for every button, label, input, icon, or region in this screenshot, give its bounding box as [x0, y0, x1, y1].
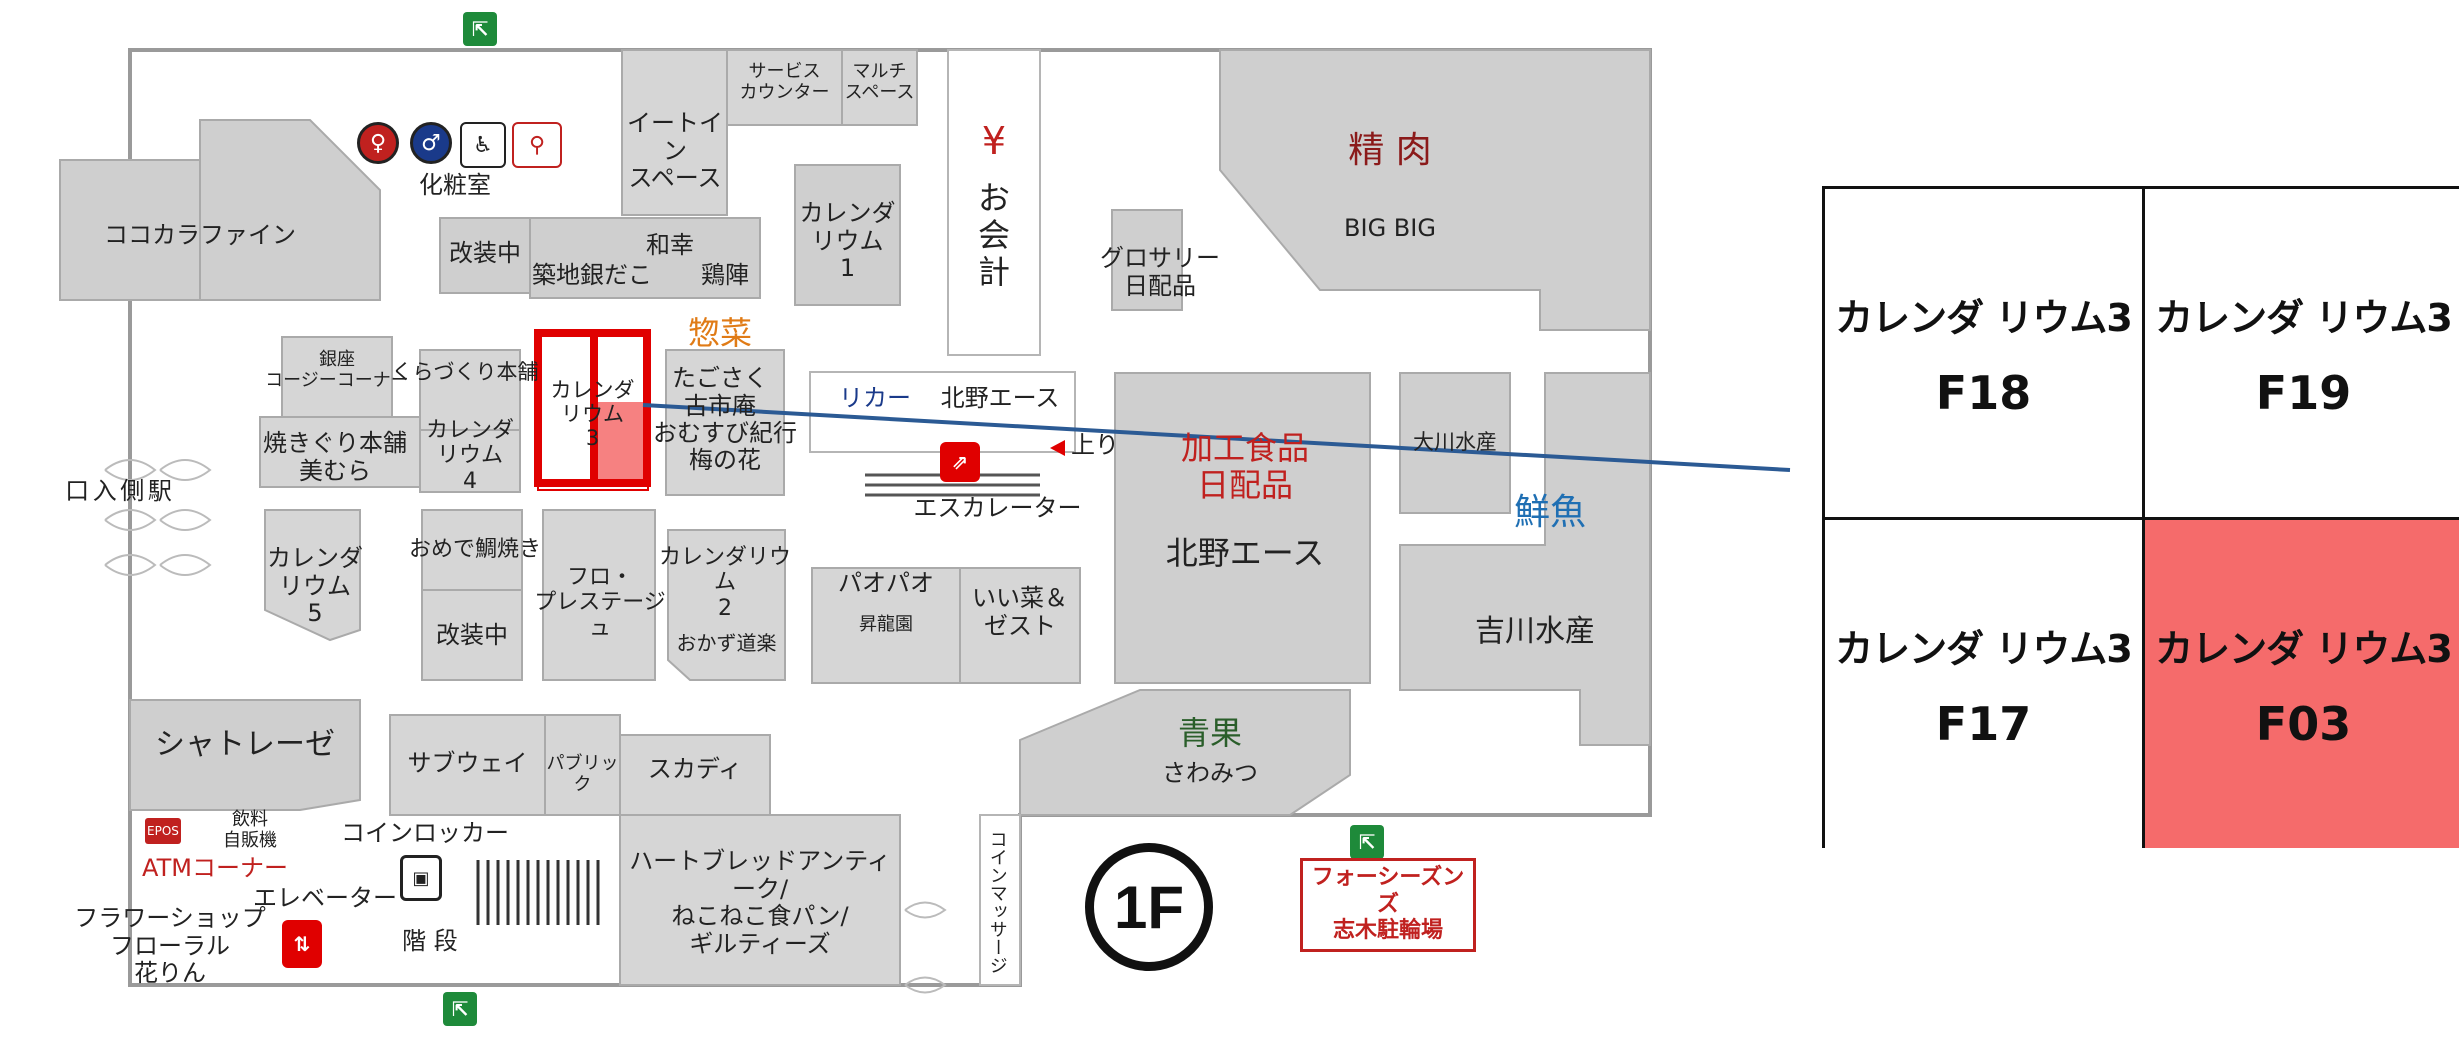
- calendarium-5-label: カレンダ リウム 5: [267, 544, 363, 628]
- furo-prestige-label: フロ・ プレステージュ: [534, 565, 666, 641]
- booth-name: カレンダ リウム3: [2155, 626, 2453, 671]
- kitano-ace-liquor-label: 北野エース: [940, 384, 1060, 412]
- calendarium-4-label: カレンダ リウム 4: [425, 418, 514, 494]
- umenohana-label: 梅の花: [689, 446, 761, 474]
- elevator-label: エレベーター: [253, 884, 397, 912]
- wheelchair-icon: ♿: [460, 122, 506, 168]
- fresh-fish-label: 鮮魚: [1513, 492, 1586, 533]
- iinasai-zest-label: いい菜＆ ゼスト: [972, 584, 1068, 640]
- exit-icon: ⇱: [463, 12, 497, 46]
- booth-detail-grid: カレンダ リウム3 F18 カレンダ リウム3 F19 カレンダ リウム3 F1…: [1822, 186, 2459, 848]
- yoshikawa-suisan-label: 吉川水産: [1475, 614, 1595, 649]
- kitano-ace-label: 北野エース: [1165, 534, 1325, 572]
- male-restroom-icon: ♂: [410, 122, 452, 164]
- bigbig-label: BIG BIG: [1344, 214, 1436, 242]
- escalator-icon: ⇗: [940, 442, 980, 482]
- coin-locker-icon: ▣: [400, 855, 442, 901]
- ginza-cozy-corner-label: 銀座 コージーコーナー: [265, 349, 409, 391]
- cococara-label: ココカラファイン: [104, 221, 296, 249]
- toritin-label: 鶏陣: [701, 261, 749, 289]
- booth-f03[interactable]: カレンダ リウム3 F03: [2145, 520, 2459, 848]
- escalator-label: エスカレーター: [913, 494, 1082, 522]
- deli-label: 惣菜: [687, 314, 752, 352]
- tsukiji-gindaco-label: 築地銀だこ: [532, 261, 652, 289]
- okawa-suisan-label: 大川水産: [1413, 430, 1497, 454]
- restroom-label: 化粧室: [419, 171, 491, 199]
- paopao-label: パオパオ: [838, 569, 934, 597]
- elevator-icon: ⇅: [282, 920, 322, 968]
- floor-plan-shapes: [59, 48, 1791, 994]
- public-label: パブリック: [546, 753, 619, 795]
- grocery-label: グロサリー 日配品: [1100, 244, 1220, 300]
- booth-name: カレンダ リウム3: [1835, 295, 2133, 340]
- exit-icon: ⇱: [1350, 825, 1384, 859]
- renovation-label-1: 改装中: [449, 239, 521, 267]
- liquor-label: リカー: [839, 384, 911, 412]
- scudy-label: スカディ: [647, 755, 743, 783]
- produce-label: 青果: [1177, 714, 1242, 752]
- heartbread-label: ハートブレッドアンティーク/ ねこねこ食パン/ ギルティーズ: [629, 847, 891, 958]
- shoryuen-label: 昇龍園: [859, 614, 913, 635]
- service-counter-label: サービス カウンター: [739, 61, 830, 103]
- checkout-label: お 会 計: [977, 179, 1010, 291]
- floor-map: ⇱ ⇱ ⇱ ♀ ♂ ♿ ⚲ 化粧室 ココカラファイン イートイン スペース サー…: [59, 12, 1791, 1026]
- booth-code: F18: [1935, 365, 2032, 420]
- sawamitsu-label: さわみつ: [1162, 759, 1258, 787]
- omedetai-label: おめで鯛焼き: [408, 537, 541, 562]
- yakiguri-label: 焼きぐり本舗 美むら: [263, 429, 407, 485]
- yen-icon: ¥: [981, 119, 1007, 163]
- female-restroom-icon: ♀: [357, 122, 399, 164]
- coin-massage-label: コインマッサージ: [986, 830, 1008, 974]
- booth-f17[interactable]: カレンダ リウム3 F17: [1825, 520, 2142, 848]
- calendarium-1-label: カレンダ リウム 1: [799, 199, 896, 283]
- booth-code: F03: [2255, 696, 2352, 751]
- drink-vending-label: 飲料 自販機: [223, 809, 277, 851]
- bicycle-parking-label: フォーシーズンズ 志木駐輪場: [1300, 858, 1476, 952]
- stairs-label: 階 段: [402, 927, 458, 955]
- meat-label: 精 肉: [1348, 130, 1432, 171]
- booth-code: F19: [2255, 365, 2352, 420]
- epos-logo: EPOS: [145, 818, 181, 844]
- eatin-label: イートイン スペース: [627, 109, 723, 193]
- chateraise-label: シャトレーゼ: [155, 727, 335, 762]
- calendarium-3-map-label: カレンダ リウム 3: [550, 378, 635, 451]
- multi-space-label: マルチ スペース: [844, 61, 915, 103]
- wako-label: 和幸: [646, 231, 694, 259]
- floor-badge: 1F: [1085, 843, 1213, 971]
- renovation-label-2: 改装中: [436, 621, 508, 649]
- booth-name: カレンダ リウム3: [1835, 626, 2133, 671]
- booth-f18[interactable]: カレンダ リウム3 F18: [1825, 189, 2142, 517]
- okazu-douraku-label: おかず道楽: [676, 631, 777, 655]
- exit-icon: ⇱: [443, 992, 477, 1026]
- coin-locker-label: コインロッカー: [341, 819, 509, 847]
- booth-f19[interactable]: カレンダ リウム3 F19: [2145, 189, 2459, 517]
- kura-honpo-label: くらづくり本舗: [391, 360, 539, 384]
- nursing-room-icon: ⚲: [512, 122, 562, 168]
- calendarium-2-label: カレンダリウム 2: [658, 545, 791, 621]
- tagosaku-label: たごさく 古市庵: [672, 364, 768, 420]
- up-label: 上り: [1071, 431, 1119, 459]
- atm-corner-label: ATMコーナー: [142, 854, 288, 882]
- booth-code: F17: [1935, 696, 2032, 751]
- omusubi-label: おむすび紀行: [653, 419, 797, 447]
- booth-name: カレンダ リウム3: [2155, 295, 2453, 340]
- station-entrance-label: 駅 側 入 口: [60, 478, 172, 502]
- processed-food-label: 加工食品 日配品: [1180, 429, 1309, 504]
- subway-label: サブウェイ: [407, 749, 528, 777]
- flower-shop-label: フラワーショップ フローラル 花りん: [74, 904, 266, 988]
